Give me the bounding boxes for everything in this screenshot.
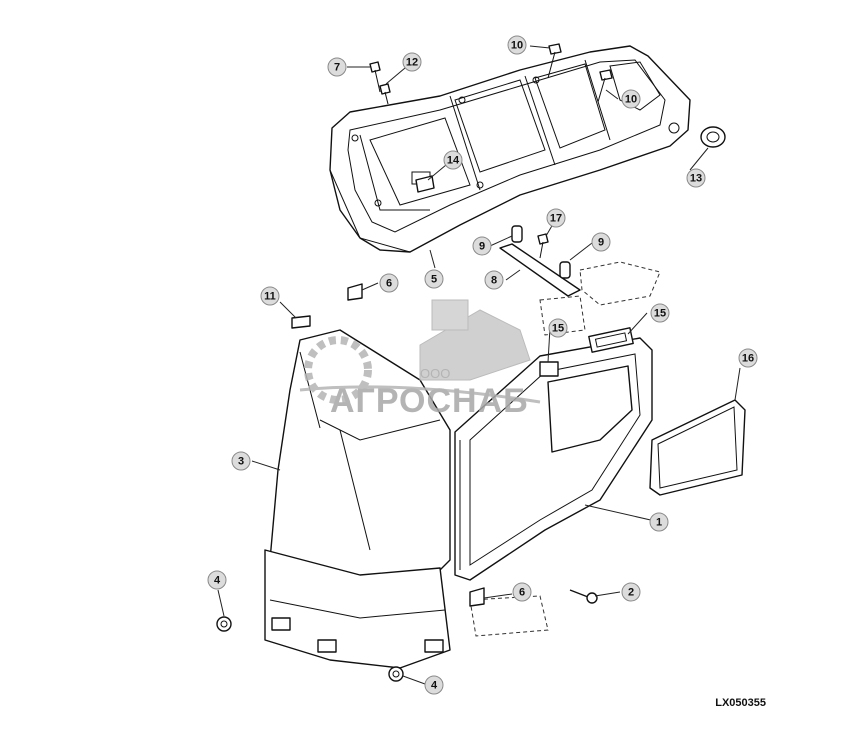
- callout-2: 2: [621, 582, 641, 602]
- callout-circle: [424, 269, 444, 289]
- callout-7: 7: [327, 57, 347, 77]
- callout-circle: [484, 270, 504, 290]
- callout-circle: [379, 273, 399, 293]
- ghost-outline: [469, 261, 661, 637]
- callout-4: 4: [424, 675, 444, 695]
- part-15-seals: [539, 327, 634, 377]
- screws-top: [369, 43, 613, 105]
- drawing-code: LX050355: [715, 697, 766, 709]
- callout-10: 10: [507, 35, 527, 55]
- callout-circle: [260, 286, 280, 306]
- callout-label: 12: [406, 57, 418, 69]
- callout-label: 1: [656, 517, 662, 529]
- callout-label: 15: [654, 308, 666, 320]
- callout-8: 8: [484, 270, 504, 290]
- callout-4: 4: [207, 570, 227, 590]
- watermark-logo: ООО АГРОСНАБ: [299, 299, 541, 420]
- callout-circle: [591, 232, 611, 252]
- callout-circle: [207, 570, 227, 590]
- callout-label: 10: [625, 94, 637, 106]
- callout-circle: [546, 208, 566, 228]
- callout-label: 7: [334, 62, 340, 74]
- part-5-upper-frame: [329, 45, 691, 253]
- callout-label: 16: [742, 353, 754, 365]
- part-8-bracket: [499, 225, 581, 297]
- callout-14: 14: [443, 150, 463, 170]
- fasteners-bottom: [216, 589, 598, 682]
- callout-circle: [649, 512, 669, 532]
- clips: [291, 175, 485, 607]
- callout-5: 5: [424, 269, 444, 289]
- callout-circle: [507, 35, 527, 55]
- callout-label: 4: [431, 680, 438, 692]
- callout-circle: [512, 582, 532, 602]
- callout-11: 11: [260, 286, 280, 306]
- callout-circle: [424, 675, 444, 695]
- callout-label: 17: [550, 213, 562, 225]
- callout-15: 15: [548, 318, 568, 338]
- part-1-rear-panel: [454, 337, 653, 581]
- callout-3: 3: [231, 451, 251, 471]
- part-13-grommet: [700, 126, 726, 148]
- callout-circle: [686, 168, 706, 188]
- callout-17: 17: [546, 208, 566, 228]
- callout-label: 14: [447, 155, 460, 167]
- callout-label: 5: [431, 274, 437, 286]
- callout-circle: [621, 582, 641, 602]
- part-16-window-glass: [649, 399, 746, 496]
- callout-circle: [738, 348, 758, 368]
- callout-label: 4: [214, 575, 221, 587]
- callout-13: 13: [686, 168, 706, 188]
- callout-circle: [472, 236, 492, 256]
- callout-label: 13: [690, 173, 702, 185]
- callout-circle: [327, 57, 347, 77]
- leader-lines: [217, 45, 741, 685]
- callout-label: 10: [511, 40, 523, 52]
- callout-label: 6: [386, 278, 392, 290]
- watermark-company: АГРОСНАБ: [330, 382, 529, 420]
- callout-12: 12: [402, 52, 422, 72]
- callout-circle: [650, 303, 670, 323]
- callout-circle: [443, 150, 463, 170]
- callout-circle: [231, 451, 251, 471]
- callout-circle: [548, 318, 568, 338]
- callout-circle: [402, 52, 422, 72]
- callout-label: 9: [479, 241, 485, 253]
- callout-6: 6: [512, 582, 532, 602]
- callout-1: 1: [649, 512, 669, 532]
- callout-label: 2: [628, 587, 634, 599]
- callout-16: 16: [738, 348, 758, 368]
- callout-6: 6: [379, 273, 399, 293]
- callout-9: 9: [472, 236, 492, 256]
- callout-15: 15: [650, 303, 670, 323]
- part-3-side-panel: [264, 329, 451, 669]
- callout-label: 3: [238, 456, 244, 468]
- watermark-prefix: ООО: [420, 366, 450, 381]
- callout-9: 9: [591, 232, 611, 252]
- callout-label: 11: [264, 291, 276, 303]
- callout-label: 9: [598, 237, 604, 249]
- callout-label: 8: [491, 275, 497, 287]
- callout-circle: [621, 89, 641, 109]
- callout-label: 15: [552, 323, 564, 335]
- callout-label: 6: [519, 587, 525, 599]
- callout-10: 10: [621, 89, 641, 109]
